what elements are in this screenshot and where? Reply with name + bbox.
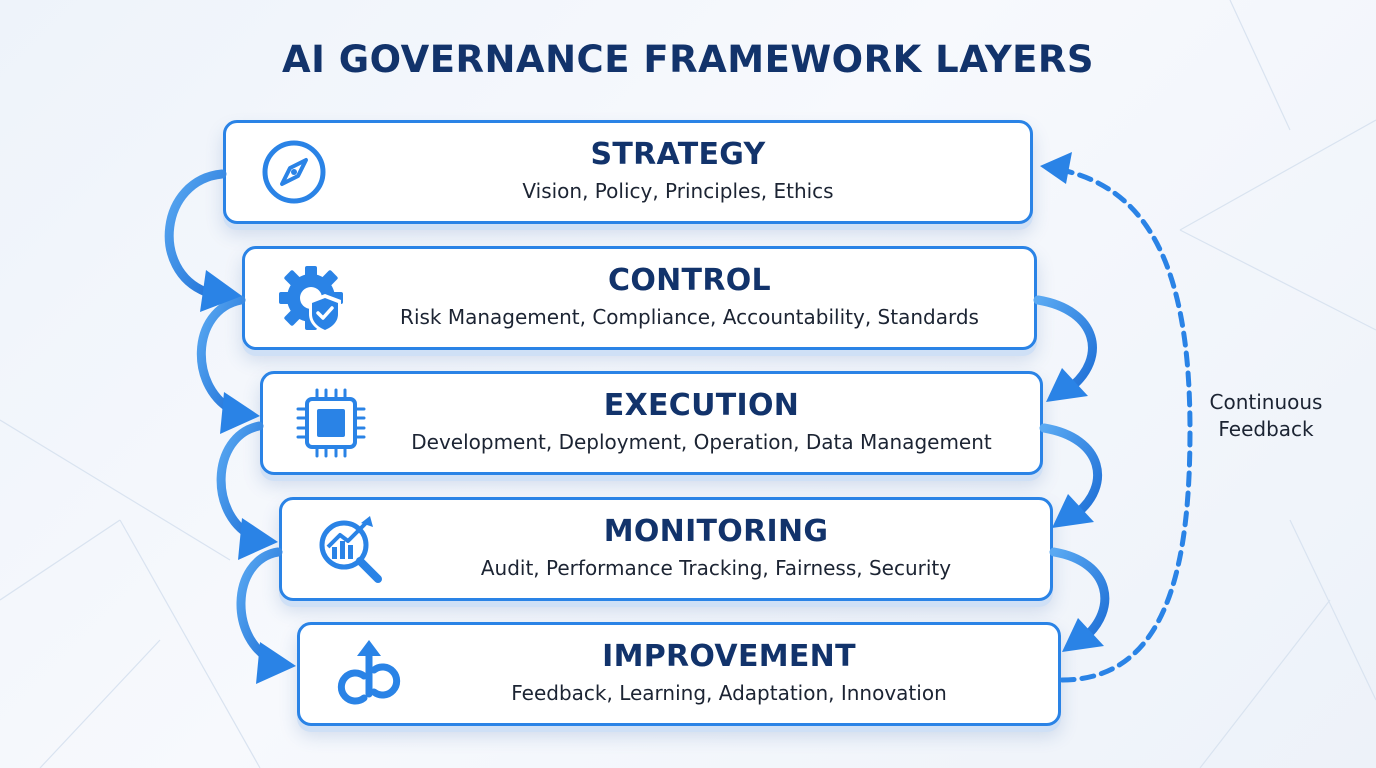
layer-description: Development, Deployment, Operation, Data… xyxy=(411,430,992,454)
layer-monitoring: MONITORING Audit, Performance Tracking, … xyxy=(279,497,1053,601)
layer-description: Feedback, Learning, Adaptation, Innovati… xyxy=(511,681,947,705)
layer-name: MONITORING xyxy=(603,514,829,549)
layer-execution: EXECUTION Development, Deployment, Opera… xyxy=(260,371,1043,475)
feedback-arrowhead xyxy=(1040,152,1072,184)
layer-name: IMPROVEMENT xyxy=(602,639,856,674)
feedback-label-line1: Continuous xyxy=(1209,390,1323,414)
feedback-label-line2: Feedback xyxy=(1218,417,1314,441)
layer-description: Risk Management, Compliance, Accountabil… xyxy=(400,305,979,329)
layer-name: EXECUTION xyxy=(603,388,800,423)
page-title: AI GOVERNANCE FRAMEWORK LAYERS xyxy=(281,38,1095,81)
layer-name: CONTROL xyxy=(608,263,771,298)
cycle-arrow-icon xyxy=(330,636,406,712)
layer-strategy: STRATEGY Vision, Policy, Principles, Eth… xyxy=(223,120,1033,224)
feedback-label: Continuous Feedback xyxy=(1176,389,1356,443)
compass-icon xyxy=(256,134,332,210)
layer-name: STRATEGY xyxy=(590,137,766,172)
layer-improvement: IMPROVEMENT Feedback, Learning, Adaptati… xyxy=(297,622,1061,726)
gear-shield-icon xyxy=(275,260,351,336)
feedback-loop-arrow xyxy=(1059,167,1193,683)
magnifier-chart-icon xyxy=(312,511,388,587)
layer-control: CONTROL Risk Management, Compliance, Acc… xyxy=(242,246,1037,350)
layer-description: Vision, Policy, Principles, Ethics xyxy=(522,179,834,203)
down-arrow-right xyxy=(1033,295,1110,643)
chip-icon xyxy=(293,385,369,461)
layer-description: Audit, Performance Tracking, Fairness, S… xyxy=(480,556,952,580)
